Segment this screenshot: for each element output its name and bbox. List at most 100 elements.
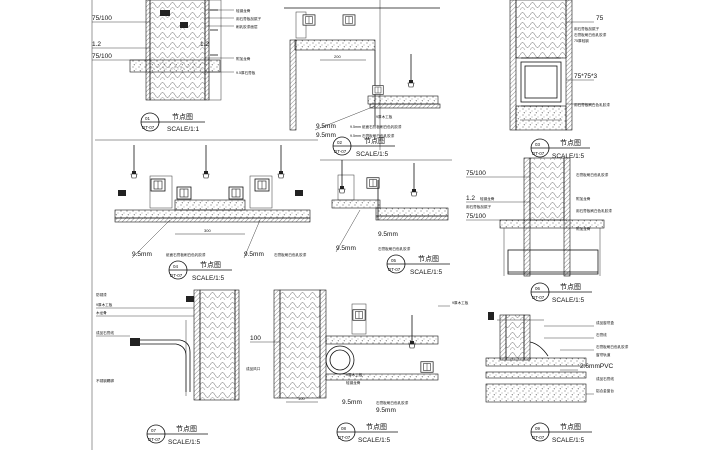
detail-02: 200 9.5mm 9.5mm 9.5mm 纸面石膏板刷白色乳胶漆 9.5mm … — [284, 0, 441, 158]
d06-title: 节点图 — [560, 283, 581, 291]
d06-title-block: 06 DT-07 节点图 SCALE/1:5 — [530, 282, 592, 304]
d02-sheet: DT-07 — [334, 149, 347, 154]
d04-scale: SCALE/1:5 — [192, 275, 225, 282]
d03-note: 用石膏板刮腻子 — [574, 26, 600, 31]
d08-note: 石膏板刷白色乳胶漆 — [376, 400, 409, 405]
d01-label-c: 75/100 — [92, 53, 112, 60]
d01-note: 轻钢龙骨 — [236, 8, 251, 13]
d01-label-a: 75/100 — [92, 15, 112, 22]
d01-label-d: 1.2 — [200, 41, 209, 48]
d03-scale: SCALE/1:5 — [552, 153, 585, 160]
d06-note: 附加龙骨 — [576, 226, 591, 231]
d03-note: 75厚轻钢 — [574, 38, 589, 43]
d05-note: 石膏板刷白色乳胶漆 — [378, 246, 411, 251]
d02-title-block: 02 DT-07 节点图 SCALE/1:5 — [332, 136, 395, 158]
d03-number: 03 — [535, 142, 541, 147]
d07-sheet: DT-07 — [148, 437, 161, 442]
d09-note: 成品窗帘盒 — [596, 320, 614, 325]
d03-note: 石膏板刷白色乳胶漆 — [574, 32, 607, 37]
d06-note: 用石膏板刮腻子 — [466, 204, 492, 209]
d05-label-b: 9.5mm — [378, 231, 398, 238]
d09-scale: SCALE/1:5 — [552, 437, 585, 444]
d08-title-block: 08 DT-07 节点图 SCALE/1:5 — [336, 422, 398, 444]
d09-number: 09 — [535, 426, 541, 431]
d04-title-block: 04 DT-07 节点图 SCALE/1:5 — [168, 260, 232, 282]
d07-note: 木龙骨 — [96, 310, 107, 315]
d08-note: 轻钢龙骨 — [346, 380, 361, 385]
d01-scale: SCALE/1:1 — [167, 126, 200, 133]
d02-scale: SCALE/1:5 — [356, 151, 389, 158]
d01-title: 节点图 — [172, 113, 193, 121]
d09-note: 成品石膏线 — [596, 376, 614, 381]
d08-scale: SCALE/1:5 — [358, 437, 391, 444]
d01-note: 刷乳胶漆面层 — [236, 24, 258, 29]
d01-number: 01 — [145, 116, 151, 121]
d03-title: 节点图 — [560, 139, 581, 147]
d02-label-a: 9.5mm — [316, 123, 336, 130]
d07-note: 不锈钢踢脚 — [96, 378, 114, 383]
detail-03: 75 75*75*3 用石膏板刮腻子 石膏板刷白色乳胶漆 75厚轻钢 用石膏板刷… — [509, 0, 610, 160]
d06-number: 06 — [535, 286, 541, 291]
d06-note: 附加龙骨 — [576, 196, 591, 201]
d01-note: 附加龙骨 — [236, 56, 251, 61]
detail-06: 75/100 1.2 75/100 轻钢龙骨 用石膏板刮腻子 石膏板刷白色乳胶漆… — [466, 157, 612, 304]
d07-number: 07 — [151, 428, 157, 433]
d06-label-b: 1.2 — [466, 195, 475, 202]
d07-scale: SCALE/1:5 — [168, 439, 201, 446]
d09-label-a: 2.6mmPVC — [580, 363, 614, 370]
d08-label-c: 9.5mm — [376, 407, 396, 414]
d06-note: 轻钢龙骨 — [480, 196, 495, 201]
d04-note: 纸面石膏板刷白色乳胶漆 — [166, 252, 206, 257]
d02-note: 9.5mm 石膏板刷白色乳胶漆 — [350, 133, 395, 138]
detail-08: 100 100 9厚木工板 轻钢龙骨 成品风口 9.5mm 石膏板刷白色乳胶漆 … — [246, 289, 469, 444]
d09-title-block: 09 DT-07 节点图 SCALE/1:5 — [530, 422, 592, 444]
d02-title: 节点图 — [364, 137, 385, 145]
d07-title-block: 07 DT-07 节点图 SCALE/1:5 — [146, 424, 208, 446]
d05-title-block: 05 DT-07 节点图 SCALE/1:5 — [386, 254, 450, 276]
detail-09: 2.6mmPVC 成品窗帘盒 石膏线 石膏板刷白色乳胶漆 窗帘轨道 成品石膏线 … — [485, 312, 629, 444]
d02-note: 9.5mm 纸面石膏板刷白色乳胶漆 — [350, 124, 402, 129]
detail-05: 9.5mm 石膏板刷白色乳胶漆 9.5mm 05 DT-07 节点图 SCALE… — [320, 159, 452, 276]
insulation-layer — [149, 0, 206, 101]
d05-number: 05 — [391, 258, 397, 263]
d03-label-a: 75 — [596, 15, 604, 22]
d01-sheet: DT-07 — [142, 125, 155, 130]
d04-sheet: DT-07 — [170, 273, 183, 278]
d07-note: 成品石膏线 — [96, 330, 114, 335]
d08-title: 节点图 — [366, 423, 387, 431]
d03-note: 用石膏板刷白色乳胶漆 — [574, 102, 610, 107]
d08-note: 成品风口 — [246, 366, 261, 371]
d09-sheet: DT-07 — [532, 435, 545, 440]
d08-sheet: DT-07 — [338, 435, 351, 440]
d03-label-b: 75*75*3 — [574, 73, 598, 80]
d07-note: 防锈漆 — [96, 292, 107, 297]
d04-number: 04 — [173, 264, 179, 269]
d04-note: 石膏板刷白色乳胶漆 — [274, 252, 307, 257]
d02-label-b: 9.5mm — [316, 132, 336, 139]
svg-text:100: 100 — [298, 396, 305, 401]
d06-scale: SCALE/1:5 — [552, 297, 585, 304]
d03-title-block: 03 DT-07 节点图 SCALE/1:5 — [530, 138, 590, 160]
svg-text:200: 200 — [334, 54, 341, 59]
d01-note: 9.5厚石膏板 — [236, 70, 256, 75]
detail-01: 75/100 1.2 75/100 1.2 轻钢龙骨 用石膏板刮腻子 刷乳胶漆面… — [92, 0, 262, 133]
d07-title: 节点图 — [176, 425, 197, 433]
svg-text:300: 300 — [204, 228, 211, 233]
d08-label-b: 9.5mm — [342, 399, 362, 406]
d08-note: 9厚木工板 — [346, 372, 363, 377]
d07-note: 9厚木工板 — [96, 302, 113, 307]
d05-scale: SCALE/1:5 — [410, 269, 443, 276]
d05-sheet: DT-07 — [388, 267, 401, 272]
d03-sheet: DT-07 — [532, 151, 545, 156]
d01-title-block: 01 DT-07 节点图 SCALE/1:1 — [140, 112, 205, 133]
d05-title: 节点图 — [418, 255, 439, 263]
d09-title: 节点图 — [560, 423, 581, 431]
d04-title: 节点图 — [200, 261, 221, 269]
d01-label-b: 1.2 — [92, 41, 101, 48]
d08-label-a: 100 — [250, 335, 261, 342]
d04-label-b: 9.5mm — [244, 251, 264, 258]
d06-note: 石膏板刷白色乳胶漆 — [576, 172, 609, 177]
d06-label-a: 75/100 — [466, 170, 486, 177]
d09-note: 铝合金窗台 — [596, 388, 614, 393]
detail-04: 300 9.5mm 纸面石膏板刷白色乳胶漆 9.5mm 石膏板刷白色乳胶漆 04… — [95, 139, 318, 282]
